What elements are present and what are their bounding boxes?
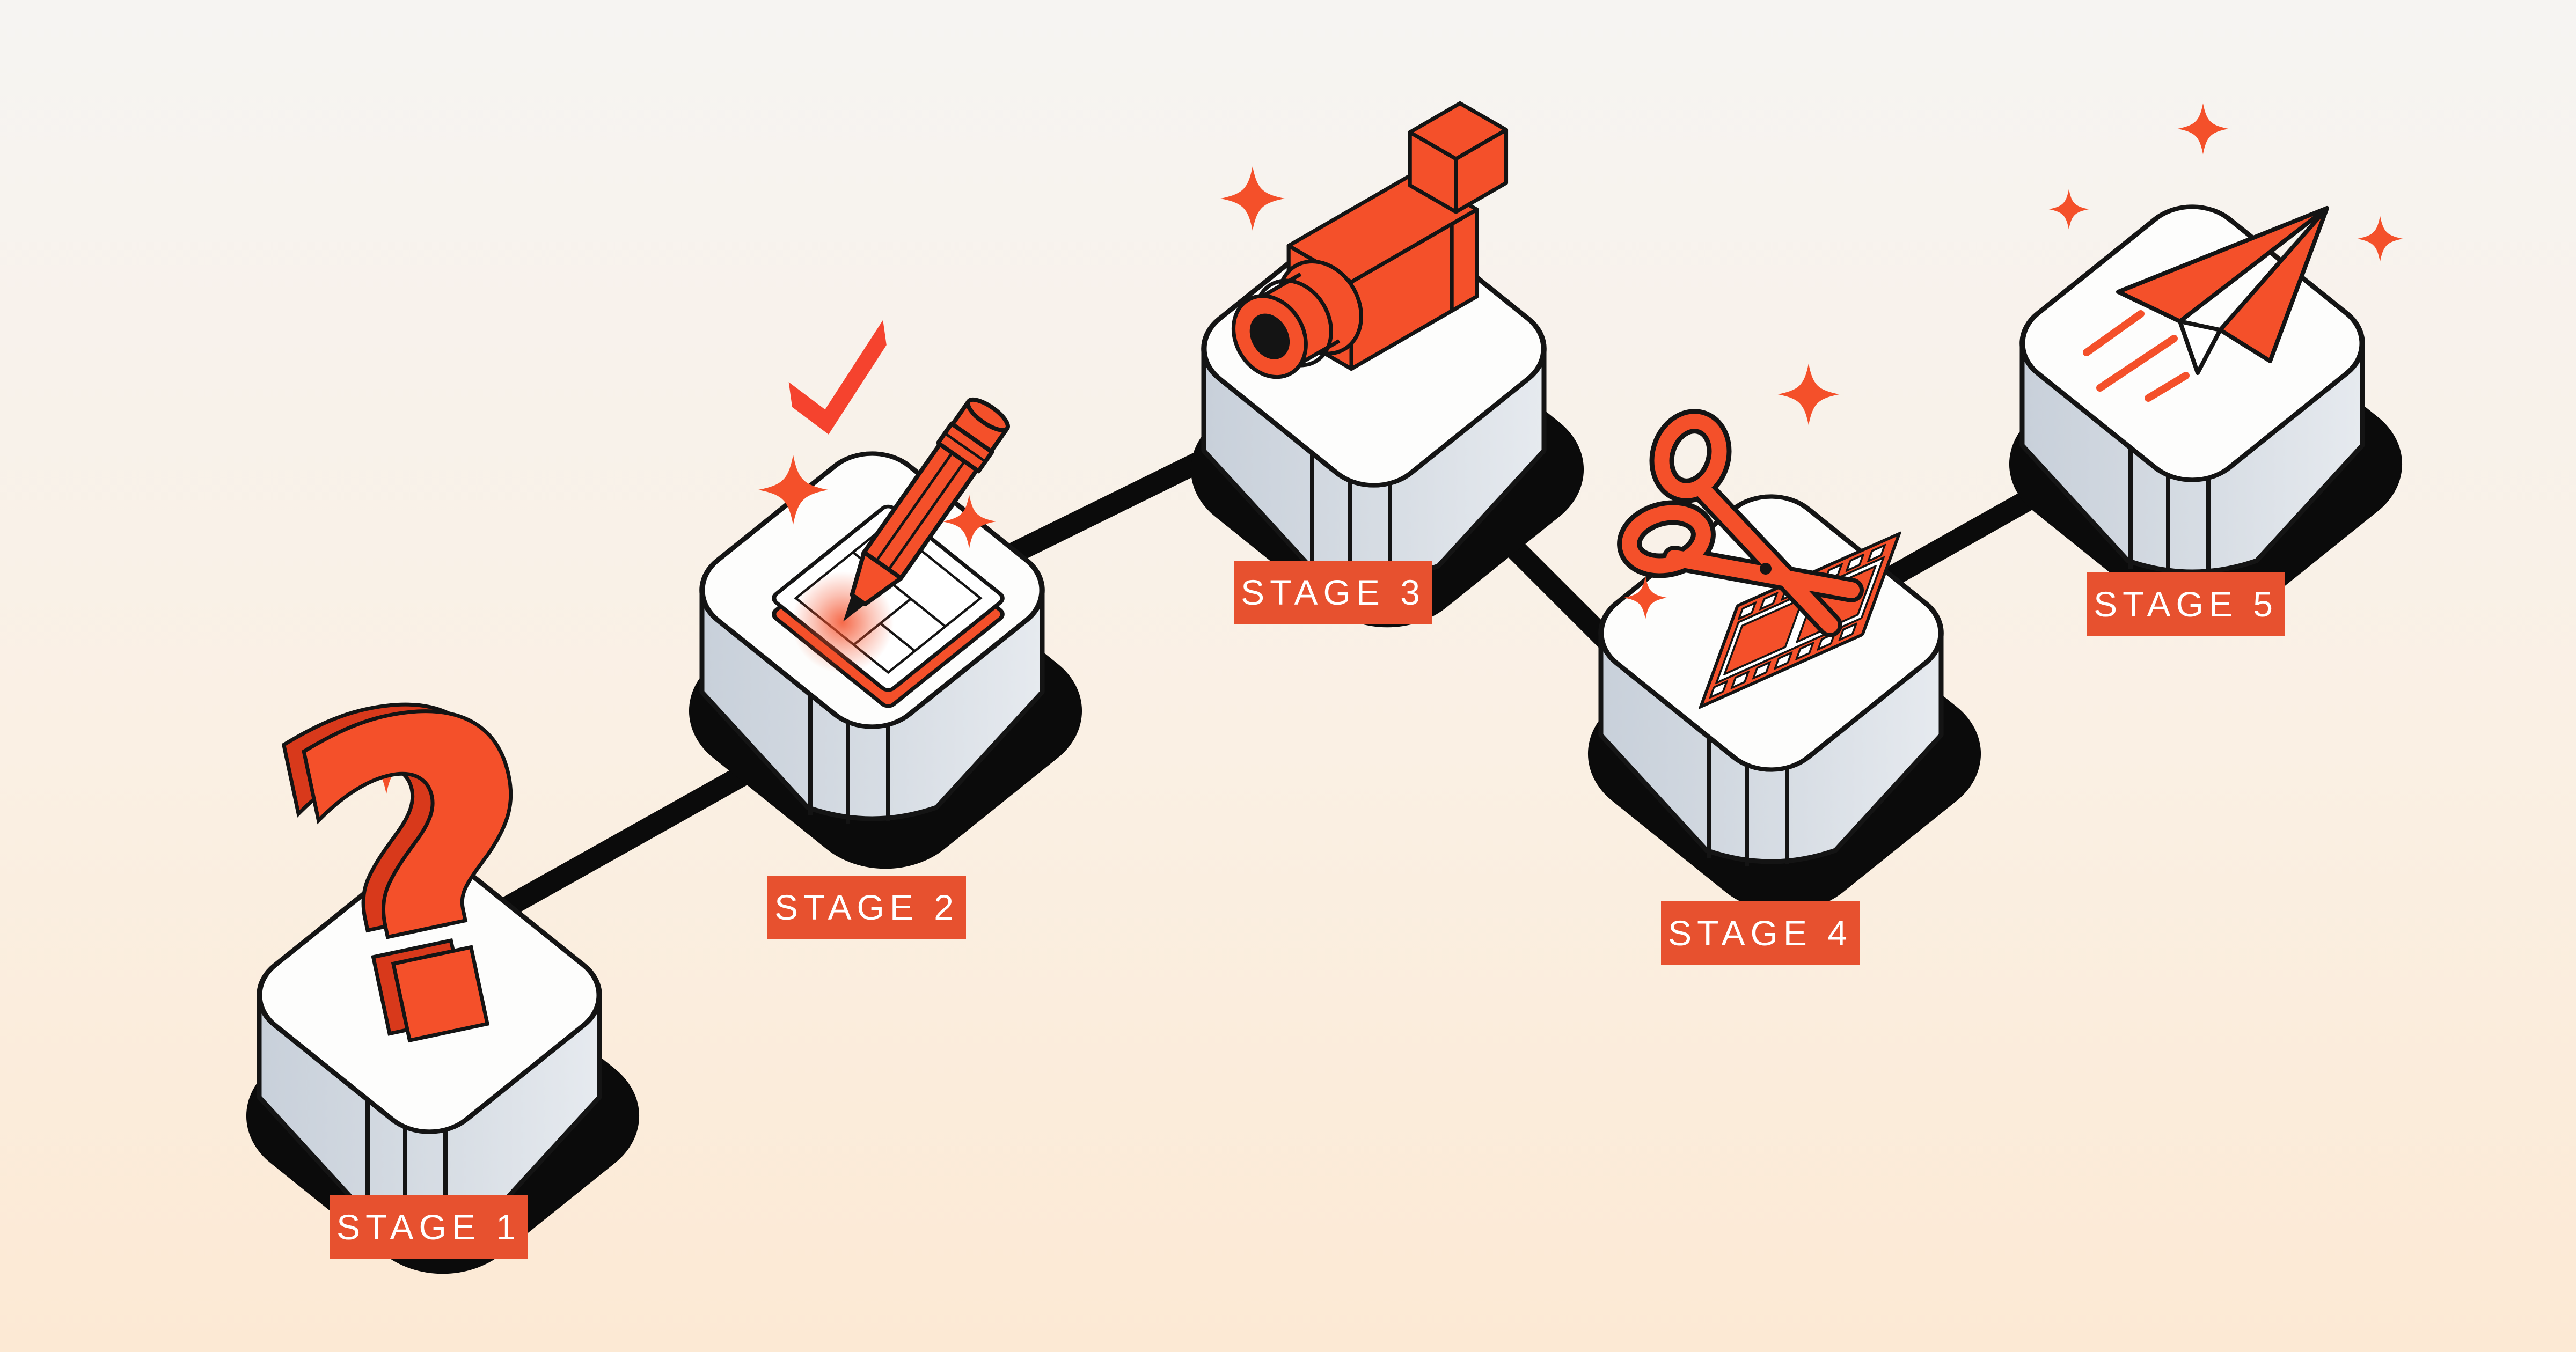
scissors-handle [1654, 414, 1727, 498]
scissors-handle [1622, 505, 1711, 574]
sparkle-icon [2357, 216, 2403, 262]
checkmark-icon [788, 320, 887, 435]
sprocket-hole [1709, 680, 1728, 699]
scissors-icon [1617, 409, 1864, 637]
speed-line [2083, 310, 2145, 356]
stage-5-group [1975, 103, 2436, 650]
sprocket-hole [1759, 592, 1779, 611]
film-frame [1723, 597, 1804, 676]
sprocket-hole [1730, 670, 1750, 689]
camera-lens-opening [1249, 313, 1290, 359]
video-camera-icon [1231, 101, 1509, 379]
stage-3-badge: STAGE 3 [1234, 561, 1432, 624]
sprocket-hole [1774, 651, 1793, 670]
pencil-icon [843, 397, 1010, 622]
stage-2-group [655, 320, 1116, 897]
stage-5-badge: STAGE 5 [2087, 572, 2285, 636]
speed-line [2096, 335, 2178, 392]
camera-viewfinder-top-face [1408, 101, 1509, 161]
stage-4-badge: STAGE 4 [1661, 901, 1860, 965]
stage-4-group [1554, 363, 2015, 939]
sprocket-hole [1845, 553, 1865, 572]
sprocket-hole [1737, 601, 1757, 620]
plane-lower-wing [2218, 206, 2329, 363]
sprocket-hole [1867, 543, 1886, 563]
sparkle-icon [2048, 189, 2089, 230]
stage-badge-label: STAGE 3 [1241, 572, 1425, 612]
sprocket-hole [1752, 661, 1772, 680]
stage-badges: STAGE 1 STAGE 2 STAGE 3 STAGE 4 STAGE 5 [330, 561, 2285, 1259]
plane-upper-wing [2116, 206, 2329, 324]
stage-badge-background [2087, 572, 2285, 636]
stage-badge-label: STAGE 5 [2094, 584, 2278, 624]
stage-badge-background [1661, 901, 1860, 965]
stage-2-badge: STAGE 2 [767, 876, 966, 939]
stage-badge-label: STAGE 4 [1668, 913, 1853, 953]
connector-line-4-5 [1862, 484, 2045, 600]
plane-keel [2178, 319, 2222, 375]
stage-badge-background [330, 1195, 528, 1259]
sprocket-hole [1838, 622, 1858, 641]
sparkle-icon [1220, 166, 1285, 231]
scissors-pivot [1760, 563, 1772, 575]
stage-3-group [1157, 101, 1618, 655]
pencil-tip [843, 593, 867, 622]
sparkle-icon [1777, 363, 1840, 425]
scissors-blades [1666, 480, 1860, 633]
paper-plane-icon [2083, 206, 2329, 402]
stage-1-badge: STAGE 1 [330, 1195, 528, 1259]
stage-badge-label: STAGE 1 [336, 1207, 521, 1247]
speed-line [2145, 372, 2190, 402]
stage-badge-label: STAGE 2 [774, 887, 959, 927]
stage-badge-background [767, 876, 966, 939]
stage-badge-background [1234, 561, 1432, 624]
sparkle-icon [2177, 103, 2229, 155]
pencil-ferrule-ring [944, 432, 986, 463]
pencil-cap-top [965, 397, 1010, 432]
sprocket-hole [1795, 642, 1814, 660]
